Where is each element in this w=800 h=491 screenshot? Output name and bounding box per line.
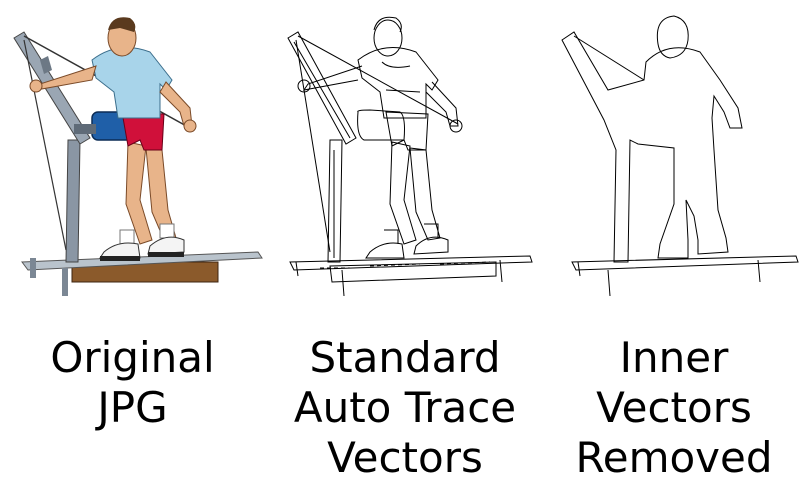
caption-line: Removed: [575, 433, 773, 482]
standard-trace-illustration: [287, 16, 533, 297]
caption-line: Vectors: [327, 433, 483, 482]
standard-trace-caption: Standard Auto Trace Vectors: [260, 333, 550, 483]
inner-removed-caption: Inner Vectors Removed: [548, 333, 800, 483]
caption-line: Auto Trace: [293, 383, 517, 432]
shirt: [91, 47, 173, 119]
machine-mast: [65, 139, 81, 263]
caption-line: Inner: [619, 333, 729, 382]
handle-arm: [13, 31, 91, 145]
original-caption: Original JPG: [0, 333, 265, 433]
caption-line: Vectors: [596, 383, 752, 432]
standard-trace-panel: Standard Auto Trace Vectors: [260, 0, 550, 491]
caption-line: JPG: [97, 383, 168, 432]
caption-line: Standard: [309, 333, 501, 382]
shorts: [121, 111, 165, 151]
original-panel: Original JPG: [0, 0, 265, 491]
inner-removed-panel: Inner Vectors Removed: [548, 0, 800, 491]
original-illustration: [13, 17, 263, 296]
hair: [108, 17, 136, 32]
inner-removed-illustration: [561, 15, 799, 297]
caption-line: Original: [50, 333, 215, 382]
